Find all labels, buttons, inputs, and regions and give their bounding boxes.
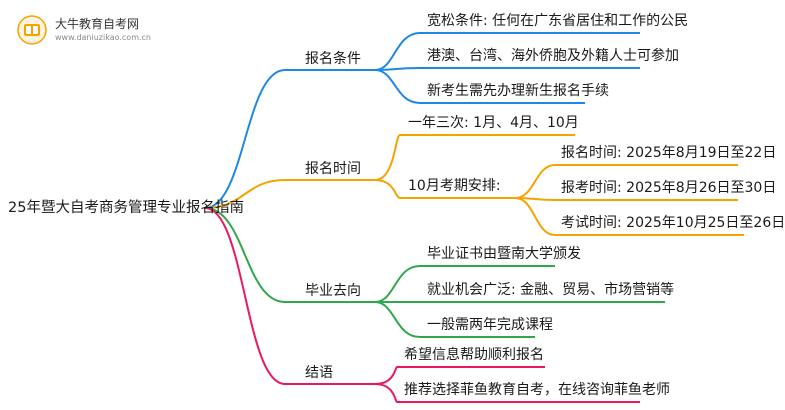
leaf-career-1: 毕业证书由暨南大学颁发 bbox=[427, 246, 581, 262]
leaf-condition-3: 新考生需先办理新生报名手续 bbox=[427, 83, 609, 99]
mindmap-root: 25年暨大自考商务管理专业报名指南 bbox=[8, 200, 244, 216]
branch-conclusion: 结语 bbox=[305, 365, 333, 381]
connector-root-to-conclusion bbox=[204, 207, 286, 385]
leaf-condition-1: 宽松条件: 任何在广东省居住和工作的公民 bbox=[427, 13, 689, 29]
brand-url: www.daniuzikao.com.cn bbox=[55, 33, 151, 42]
leaf-time-2: 10月考期安排: bbox=[408, 178, 501, 194]
connector-root-to-career bbox=[204, 207, 286, 303]
leaf-career-3: 一般需两年完成课程 bbox=[427, 317, 553, 333]
book-icon bbox=[17, 15, 47, 45]
leaf-time-1: 一年三次: 1月、4月、10月 bbox=[408, 115, 579, 131]
leaf-condition-2: 港澳、台湾、海外侨胞及外籍人士可参加 bbox=[427, 48, 679, 64]
leaf-conclusion-1: 希望信息帮助顺利报名 bbox=[404, 347, 544, 363]
branch-career: 毕业去向 bbox=[305, 283, 361, 299]
mindmap-connectors bbox=[204, 32, 744, 403]
connector-root-to-condition bbox=[204, 69, 286, 209]
leaf-time-2-2: 报考时间: 2025年8月26日至30日 bbox=[561, 180, 777, 196]
leaf-time-2-3: 考试时间: 2025年10月25日至26日 bbox=[561, 215, 785, 231]
leaf-conclusion-2: 推荐选择菲鱼教育自考，在线咨询菲鱼老师 bbox=[404, 382, 670, 398]
leaf-time-2-1: 报名时间: 2025年8月19日至22日 bbox=[561, 145, 777, 161]
brand-logo bbox=[17, 15, 47, 45]
branch-time: 报名时间 bbox=[305, 161, 361, 177]
leaf-career-2: 就业机会广泛: 金融、贸易、市场营销等 bbox=[427, 282, 675, 298]
branch-condition: 报名条件 bbox=[305, 51, 361, 67]
connector-root-to-time bbox=[204, 179, 286, 209]
brand-name: 大牛教育自考网 bbox=[55, 17, 140, 31]
